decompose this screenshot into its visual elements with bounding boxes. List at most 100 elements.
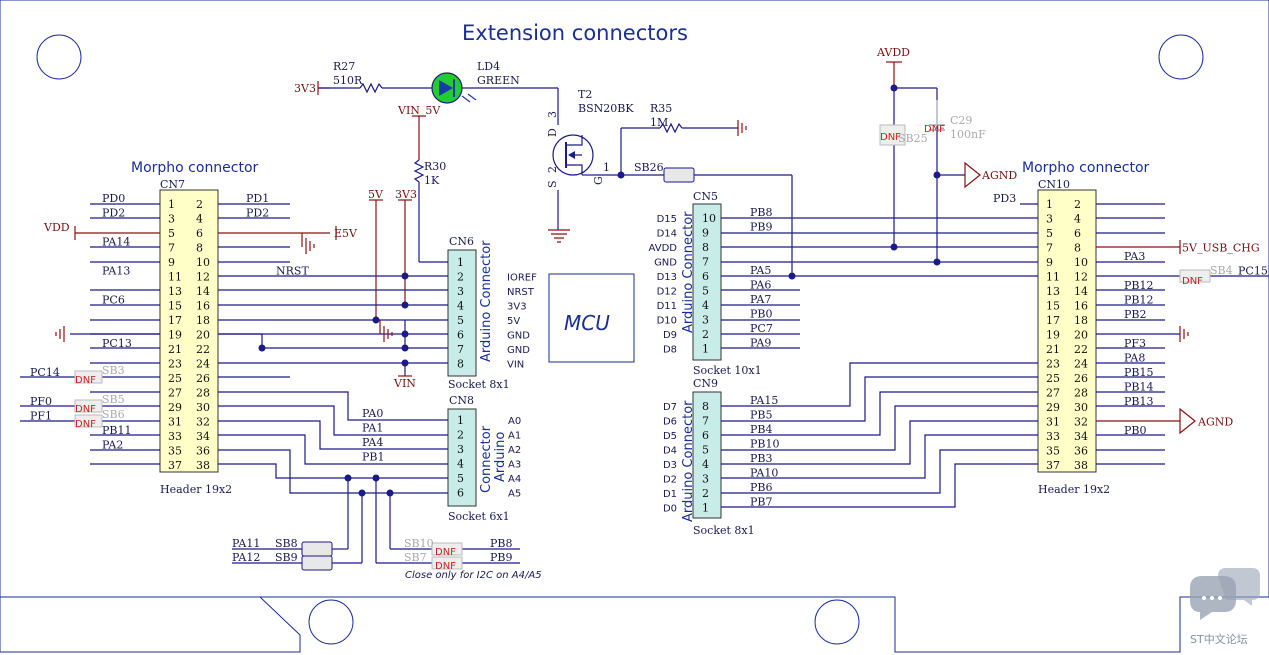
avdd-label: AVDD xyxy=(876,46,910,59)
cn8pins-pin: 1 xyxy=(457,414,464,427)
cn7pins-pin-left: 15 xyxy=(168,300,182,313)
cn5-title: Arduino Connector xyxy=(681,211,696,333)
sb7-label: SB7 xyxy=(404,551,427,564)
cn8pins-pin: 4 xyxy=(457,458,464,471)
cn5pins-pin: 6 xyxy=(702,270,709,283)
sb3-dnf: DNF xyxy=(75,375,96,386)
vin-label: VIN xyxy=(393,377,416,390)
cn10pins-pin-right: 18 xyxy=(1074,314,1088,327)
sb3-label: SB3 xyxy=(102,364,125,377)
cn7pins-net-left: PA13 xyxy=(102,265,130,278)
cn10pins-pin-left: 19 xyxy=(1046,329,1060,342)
cn10pins-pin-right: 20 xyxy=(1074,329,1088,342)
cn10pins-pin-right: 12 xyxy=(1074,271,1088,284)
cn10pins-pin-left: 3 xyxy=(1046,213,1053,226)
cn5pins-pin: 7 xyxy=(702,256,709,269)
mounting-hole-br xyxy=(814,599,860,645)
cn9-ref: CN9 xyxy=(693,377,718,390)
cn6pins-signal: VIN xyxy=(507,360,524,371)
cn7pins-net-left: PC13 xyxy=(102,337,132,350)
cn7-header xyxy=(159,189,219,473)
cn9pins-net: PA10 xyxy=(750,467,778,480)
vin5v-label: VIN_5V xyxy=(397,104,441,117)
t2-label: T2 xyxy=(578,88,592,101)
cn6pins-signal: 3V3 xyxy=(507,302,527,313)
sb8-label: SB8 xyxy=(275,537,298,550)
cn10pins-pin-right: 36 xyxy=(1074,445,1088,458)
cn5pins-signal: D8 xyxy=(663,345,677,356)
cn9pins-net: PA15 xyxy=(750,394,778,407)
mounting-hole-bl xyxy=(308,599,354,645)
cn10pins-net-right: PB15 xyxy=(1124,366,1153,379)
cn9pins-pin: 5 xyxy=(702,444,709,457)
cn5-pins: 10987654321D15D14AVDDGNDD13D12D11D10D9D8… xyxy=(649,206,773,356)
c29-dnf: DNF xyxy=(924,124,945,135)
cn5pins-pin: 3 xyxy=(702,314,709,327)
r30-value: 1K xyxy=(424,174,440,187)
pa11-label: PA11 xyxy=(232,537,260,550)
cn7pins-pin-left: 5 xyxy=(168,227,175,240)
solder-bridges xyxy=(301,167,695,571)
cn8pins-pin: 2 xyxy=(457,429,464,442)
5v-label: 5V xyxy=(368,188,384,201)
cn10pins-net-right: PB12 xyxy=(1124,294,1153,307)
cn5pins-net: PC7 xyxy=(750,322,773,335)
cn7pins-pin-right: 18 xyxy=(196,314,210,327)
cn10pins-pin-left: 9 xyxy=(1046,256,1053,269)
cn9pins-net: PB3 xyxy=(750,452,772,465)
cn7pins-pin-right: 8 xyxy=(196,242,203,255)
cn9pins-net: PB5 xyxy=(750,409,772,422)
t2-pin-d3: 3 xyxy=(546,111,559,118)
cn8pins-pin: 6 xyxy=(457,487,464,500)
cn6pins-pin: 5 xyxy=(457,314,464,327)
cn5pins-net: PA9 xyxy=(750,337,771,350)
cn5pins-signal: D9 xyxy=(663,330,677,341)
cn9pins-pin: 7 xyxy=(702,415,709,428)
cn8pins-signal: A4 xyxy=(508,474,521,485)
cn7pins-net-left: PC14 xyxy=(30,366,60,379)
cn7pins-pin-left: 23 xyxy=(168,358,182,371)
cn6-title: Arduino Connector xyxy=(479,240,494,362)
part-labels: R27 510R 3V3 LD4 GREEN T2 BSN20BK R35 1M… xyxy=(75,46,1233,581)
cn5pins-net: PA5 xyxy=(750,264,771,277)
cn6-ref: CN6 xyxy=(449,235,474,248)
cn5pins-signal: D11 xyxy=(657,301,677,312)
cn9pins-pin: 3 xyxy=(702,473,709,486)
cn7-heading: Morpho connector xyxy=(131,160,259,176)
cn9pins-net: PB6 xyxy=(750,481,772,494)
page-title: Extension connectors xyxy=(462,21,688,45)
cn5pins-signal: D10 xyxy=(657,316,677,327)
mounting-hole-tl xyxy=(36,34,82,80)
cn7pins-net-left: PD0 xyxy=(102,192,125,205)
cn10pins-pin-left: 23 xyxy=(1046,358,1060,371)
sb25-dnf: DNF xyxy=(880,132,901,143)
sb7-dnf: DNF xyxy=(435,561,456,572)
cn5pins-pin: 9 xyxy=(702,227,709,240)
cn5pins-net: PB9 xyxy=(750,221,772,234)
agnd-symbol-top xyxy=(964,161,981,189)
cn7pins-pin-left: 35 xyxy=(168,445,182,458)
cn10pins-pin-right: 2 xyxy=(1074,198,1081,211)
cn7pins-pin-right: 16 xyxy=(196,300,210,313)
agnd-top-label: AGND xyxy=(981,169,1017,182)
cn9pins-pin: 8 xyxy=(702,400,709,413)
t2-pin-s: S xyxy=(546,180,559,188)
cn7pins-pin-left: 33 xyxy=(168,430,182,443)
cn6pins-signal: IOREF xyxy=(507,273,537,284)
cn10pins-pin-left: 21 xyxy=(1046,343,1060,356)
dnf-bridges xyxy=(74,124,1211,570)
cn9pins-pin: 6 xyxy=(702,429,709,442)
cn7pins-pin-right: 26 xyxy=(196,372,210,385)
cn8pins-signal: A5 xyxy=(508,489,521,500)
cn8pins-net: PA0 xyxy=(362,407,383,420)
ld4-label: LD4 xyxy=(477,60,500,73)
cn6pins-pin: 4 xyxy=(457,300,464,313)
cn10pins-pin-left: 5 xyxy=(1046,227,1053,240)
sb6-label: SB6 xyxy=(102,408,125,421)
cn10pins-net-right: PA8 xyxy=(1124,352,1145,365)
3v3-label: 3V3 xyxy=(395,188,417,201)
mcu-label: MCU xyxy=(564,311,610,335)
cn9pins-signal: D5 xyxy=(663,431,677,442)
cn8-title2: Arduino xyxy=(493,432,508,482)
cn7pins-pin-right: 20 xyxy=(196,329,210,342)
